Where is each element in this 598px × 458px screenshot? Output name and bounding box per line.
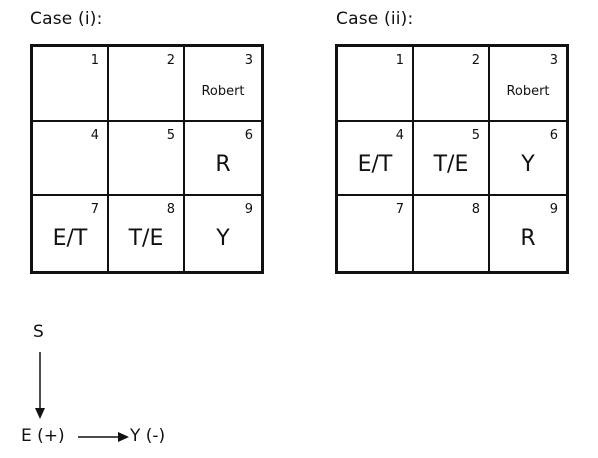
case-2-cell-2: 2 <box>414 47 490 122</box>
case-2-title: Case (ii): <box>336 9 414 29</box>
cell-name: Robert <box>506 84 550 99</box>
cell-number: 7 <box>90 202 99 218</box>
cell-number: 3 <box>244 53 253 68</box>
legend-y-label: Y (-) <box>130 426 166 446</box>
case-1-cell-1: 1 <box>33 47 109 122</box>
cell-letter: R <box>215 151 231 177</box>
legend-s-label: S <box>33 322 44 342</box>
cell-number: 8 <box>471 202 480 218</box>
cell-number: 7 <box>395 202 404 218</box>
cell-letter: T/E <box>128 226 164 252</box>
cell-number: 8 <box>166 202 175 218</box>
case-1-title: Case (i): <box>30 9 103 29</box>
cell-number: 3 <box>549 53 558 68</box>
case-1-cell-4: 4 <box>33 121 109 197</box>
case-1-cell-2: 2 <box>109 47 185 122</box>
arrow-s-to-e <box>35 352 45 419</box>
cell-number: 5 <box>471 127 480 143</box>
case-2-cell-1: 1 <box>338 47 414 122</box>
cell-number: 9 <box>244 202 253 218</box>
cell-number: 5 <box>166 127 175 143</box>
legend-e-label: E (+) <box>21 426 65 446</box>
cell-number: 6 <box>549 127 558 143</box>
cell-name: Robert <box>201 84 245 99</box>
cell-number: 6 <box>244 127 253 143</box>
cell-letter: Y <box>216 226 230 252</box>
cell-letter: E/T <box>52 226 88 252</box>
cell-letter: T/E <box>433 151 469 177</box>
cell-number: 1 <box>90 53 99 68</box>
cell-number: 4 <box>90 127 99 143</box>
cell-number: 1 <box>395 53 404 68</box>
cell-letter: R <box>520 226 536 252</box>
cell-number: 4 <box>395 127 404 143</box>
case-2-cell-7: 7 <box>338 196 414 271</box>
cell-letter: Y <box>521 151 535 177</box>
cell-number: 2 <box>471 53 480 68</box>
case-1-cell-5: 5 <box>109 121 185 197</box>
cell-number: 2 <box>166 53 175 68</box>
cell-letter: E/T <box>357 151 393 177</box>
cell-number: 9 <box>549 202 558 218</box>
arrow-e-to-y <box>78 432 129 442</box>
case-2-cell-8: 8 <box>414 196 490 271</box>
